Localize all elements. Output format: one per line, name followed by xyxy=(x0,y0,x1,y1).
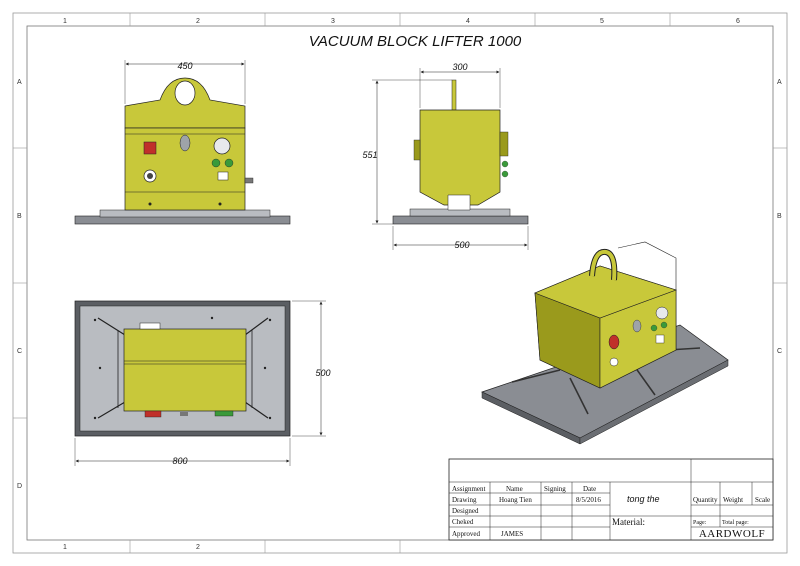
side-view xyxy=(372,68,529,250)
zone-col-4: 4 xyxy=(466,18,470,25)
tb-row-cheked-label: Cheked xyxy=(452,518,474,526)
dim-top-height: 500 xyxy=(315,368,330,378)
tb-row-approved-name: JAMES xyxy=(501,530,523,538)
tb-row-drawing-name: Hoang Tien xyxy=(499,496,532,504)
drawing-title: VACUUM BLOCK LIFTER 1000 xyxy=(309,33,522,50)
zone-row-b-left: B xyxy=(17,213,22,220)
dim-side-height: 551 xyxy=(362,150,377,160)
tb-material-label: Material: xyxy=(612,517,645,527)
sheet-border xyxy=(12,12,788,554)
tb-header-name: Name xyxy=(506,485,523,493)
tb-row-drawing-label: Drawing xyxy=(452,496,477,504)
isometric-view xyxy=(481,241,729,445)
dim-top-width: 800 xyxy=(172,456,187,466)
zone-row-a-left: A xyxy=(17,79,22,86)
dim-side-base: 500 xyxy=(454,240,469,250)
zone-row-c-left: C xyxy=(17,348,22,355)
zone-col-5: 5 xyxy=(600,18,604,25)
top-view xyxy=(74,300,326,466)
tb-total-page: Total page: xyxy=(722,520,749,526)
tb-company: AARDWOLF xyxy=(699,528,765,540)
zone-row-a-right: A xyxy=(777,79,782,86)
zone-col-6: 6 xyxy=(736,18,740,25)
tb-part-name: tong the xyxy=(627,494,660,504)
tb-scale: Scale xyxy=(755,496,770,504)
front-view xyxy=(74,60,291,225)
zone-row-b-right: B xyxy=(777,213,782,220)
tb-quantity: Quantity xyxy=(693,496,718,504)
zone-col-1: 1 xyxy=(63,18,67,25)
dim-front-width: 450 xyxy=(177,61,192,71)
tb-row-designed-label: Designed xyxy=(452,507,479,515)
tb-row-drawing-date: 8/5/2016 xyxy=(576,496,601,504)
zone-row-d-left: D xyxy=(17,483,22,490)
dim-side-depth: 300 xyxy=(452,62,467,72)
tb-page: Page: xyxy=(693,520,707,526)
zone-labels: 1 2 3 4 5 6 1 2 A B C D A B C xyxy=(17,18,782,551)
zone-row-c-right: C xyxy=(777,348,782,355)
zone-col-bottom-1: 1 xyxy=(63,544,67,551)
title-block xyxy=(448,458,774,541)
tb-header-signing: Signing xyxy=(544,485,566,493)
tb-header-date: Date xyxy=(583,485,596,493)
zone-col-2: 2 xyxy=(196,18,200,25)
tb-row-approved-label: Approved xyxy=(452,530,480,538)
tb-weight: Weight xyxy=(723,496,743,504)
zone-col-bottom-2: 2 xyxy=(196,544,200,551)
tb-header-assignment: Assignment xyxy=(452,485,486,493)
zone-col-3: 3 xyxy=(331,18,335,25)
